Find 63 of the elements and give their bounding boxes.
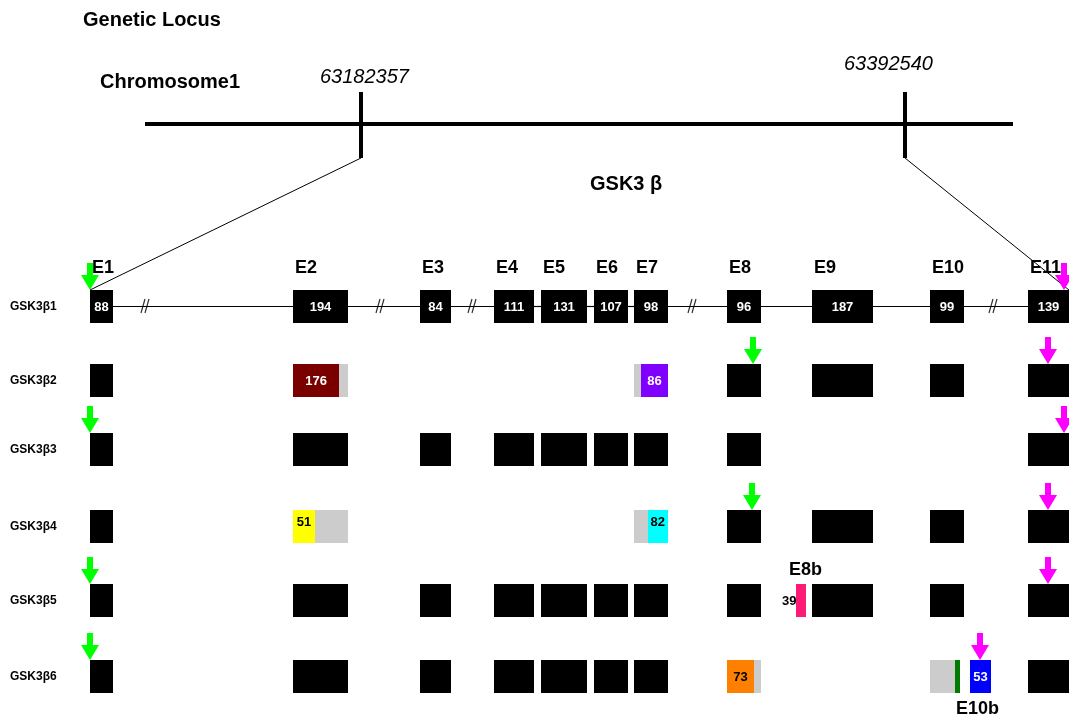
exon-length: 139 bbox=[1037, 299, 1060, 314]
exon-length: 99 bbox=[939, 299, 955, 314]
exon-name: E4 bbox=[496, 257, 519, 278]
position-label: 63392540 bbox=[844, 52, 933, 75]
exon-length: 86 bbox=[647, 373, 662, 388]
exon-name: E7 bbox=[636, 257, 659, 278]
exon-name: E2 bbox=[295, 257, 318, 278]
exon-length: 96 bbox=[736, 299, 752, 314]
intron-line bbox=[963, 305, 1029, 308]
exon-name: E10 bbox=[932, 257, 965, 278]
position-label: 63182357 bbox=[320, 65, 409, 88]
transcript-label: GSK3β3 bbox=[10, 442, 57, 456]
title: Genetic Locus bbox=[83, 8, 221, 31]
down-arrow bbox=[744, 337, 762, 364]
transcript-label: GSK3β5 bbox=[10, 593, 57, 607]
down-arrow bbox=[1055, 406, 1069, 433]
exon-name: E3 bbox=[422, 257, 445, 278]
down-arrow bbox=[81, 557, 99, 584]
exon-name: E1 bbox=[92, 257, 115, 278]
intron-line bbox=[667, 305, 728, 308]
chromosome-label: Chromosome1 bbox=[100, 70, 241, 93]
exon-length: 88 bbox=[94, 299, 109, 314]
transcript-label: GSK3β2 bbox=[10, 373, 57, 387]
exon-length: 73 bbox=[733, 669, 748, 684]
down-arrow bbox=[743, 483, 761, 510]
intron-line bbox=[450, 305, 495, 308]
down-arrow bbox=[971, 633, 989, 660]
exon-length: 39 bbox=[782, 593, 797, 608]
down-arrow bbox=[81, 406, 99, 433]
down-arrow bbox=[1055, 263, 1069, 290]
exon-length: 98 bbox=[643, 299, 659, 314]
exon-length: 51 bbox=[296, 514, 312, 529]
down-arrow bbox=[81, 633, 99, 660]
gene-label: GSK3 β bbox=[590, 172, 663, 195]
exon-name: E5 bbox=[543, 257, 566, 278]
exon-length: 82 bbox=[650, 514, 666, 529]
exon-name: E10b bbox=[956, 698, 1000, 719]
down-arrow bbox=[1039, 483, 1057, 510]
intron-line bbox=[112, 305, 294, 308]
exon-name: E6 bbox=[596, 257, 619, 278]
exon-length: 111 bbox=[503, 299, 525, 314]
exon-name: E8b bbox=[789, 559, 822, 580]
exon-length: 84 bbox=[428, 299, 443, 314]
down-arrow bbox=[1039, 557, 1057, 584]
exon-length: 176 bbox=[305, 373, 327, 388]
exon-name: E8 bbox=[729, 257, 752, 278]
exon-length: 107 bbox=[600, 299, 622, 314]
intron-line bbox=[347, 305, 421, 308]
down-arrow bbox=[81, 263, 99, 290]
intron-line bbox=[627, 305, 635, 308]
exon-name: E9 bbox=[814, 257, 837, 278]
intron-line bbox=[586, 305, 595, 308]
transcript-label: GSK3β6 bbox=[10, 669, 57, 683]
transcript-label: GSK3β1 bbox=[10, 299, 57, 313]
exon-length: 53 bbox=[973, 669, 988, 684]
intron-line bbox=[533, 305, 542, 308]
exon-length: 194 bbox=[309, 299, 332, 314]
exon-length: 187 bbox=[831, 299, 854, 314]
intron-line bbox=[760, 305, 813, 308]
intron-line bbox=[872, 305, 931, 308]
exon-length: 131 bbox=[553, 299, 575, 314]
down-arrow bbox=[1039, 337, 1057, 364]
transcript-label: GSK3β4 bbox=[10, 519, 57, 533]
